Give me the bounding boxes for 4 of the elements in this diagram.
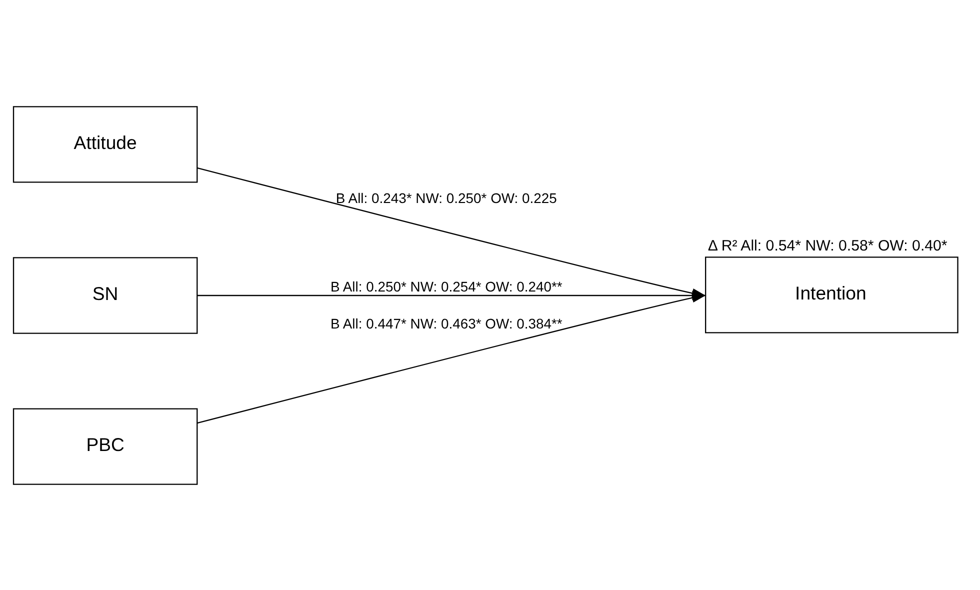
edge-label: B All: 0.250* NW: 0.254* OW: 0.240** (330, 278, 562, 294)
edge-label: B All: 0.447* NW: 0.463* OW: 0.384** (330, 315, 562, 332)
edge-label: B All: 0.243* NW: 0.250* OW: 0.225 (336, 190, 557, 206)
node-label: Δ R² All: 0.54* NW: 0.58* OW: 0.40* (708, 237, 948, 254)
